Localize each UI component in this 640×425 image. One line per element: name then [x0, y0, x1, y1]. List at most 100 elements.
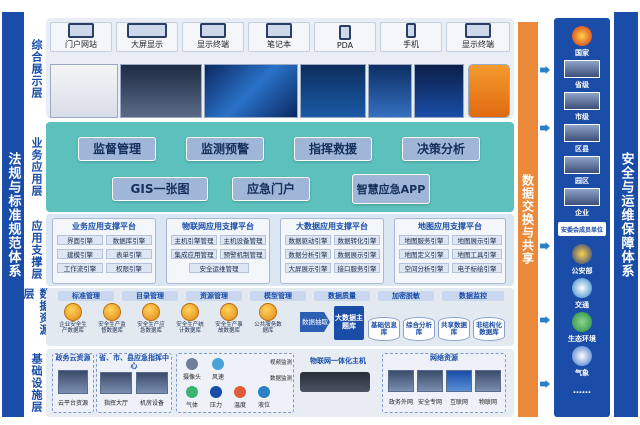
regulation-standards-bar: 法规与标准规范体系 — [2, 12, 24, 417]
platform-title: 物联网应用支撑平台 — [182, 222, 254, 231]
device-laptop: 笔记本 — [248, 22, 310, 52]
platform-business: 业务应用支撑平台 界面引擎 数据库引擎 建模引擎 表单引擎 工作流引擎 权限引擎 — [52, 218, 156, 284]
org-image — [564, 188, 600, 206]
screenshot-terminal — [414, 64, 464, 118]
screenshot-phone — [468, 64, 510, 118]
bigscreen-icon — [127, 23, 167, 38]
command-center-title: 省、市、县应急指挥中心 — [99, 354, 169, 370]
pda-icon — [339, 25, 351, 40]
org-label: 省级 — [575, 81, 589, 89]
platform-chip: 权限引擎 — [106, 263, 152, 273]
sensor-label: 气体 — [185, 402, 198, 409]
command-rescue-button[interactable]: 指挥救援 — [294, 137, 372, 161]
org-label: 公安部 — [571, 267, 593, 275]
platform-iot: 物联网应用支撑平台 主机引擎管理 主机设备管理 集成应用管理 预警机制管理 安全… — [166, 218, 270, 284]
gov-network-image — [388, 370, 414, 392]
database-icon — [64, 303, 82, 321]
store-analysis: 综合分析库 — [403, 317, 435, 341]
database-icon — [220, 303, 238, 321]
platform-chip: 数据驱动引擎 — [285, 235, 331, 245]
security-ops-bar: 安全与运维保障体系 — [614, 12, 638, 417]
sensor-label: 液位 — [257, 402, 270, 409]
org-image — [564, 92, 600, 110]
platform-chip: 数据库引擎 — [106, 235, 152, 245]
platform-chip: 地图工具引擎 — [452, 249, 502, 259]
iot-network-image — [475, 370, 501, 392]
iot-host-image — [300, 372, 370, 392]
layer-label-infra: 基础设施层 — [30, 353, 43, 413]
arrow-icon — [540, 380, 550, 388]
network-title: 网络资源 — [430, 354, 458, 362]
server-room-label: 机房设备 — [139, 400, 164, 407]
res-tab-monitor: 数据监控 — [442, 291, 504, 301]
platform-title: 业务应用支撑平台 — [72, 222, 136, 231]
org-label: 国家 — [575, 49, 589, 57]
device-terminal: 显示终端 — [446, 22, 510, 52]
platform-chip: 工作流引擎 — [57, 263, 103, 273]
gis-map-button[interactable]: GIS一张图 — [112, 177, 208, 201]
internet-image — [446, 370, 472, 392]
store-basic: 基础信息库 — [368, 317, 400, 341]
transport-badge-icon — [572, 278, 592, 298]
org-image — [564, 156, 600, 174]
arrow-icon — [540, 316, 550, 324]
gas-icon — [186, 386, 198, 398]
database-label: 安全生产统计数据库 — [176, 322, 204, 335]
command-hall-image — [100, 372, 132, 394]
supervision-button[interactable]: 监督管理 — [78, 137, 156, 161]
monitoring-warning-button[interactable]: 监测预警 — [186, 137, 264, 161]
database-label: 公共服务数据库 — [254, 322, 282, 335]
store-unstructured: 非结构化数据库 — [473, 317, 505, 341]
decision-analysis-button[interactable]: 决策分析 — [402, 137, 480, 161]
database-label: 安全生产监督数据库 — [98, 322, 126, 335]
arrow-icon — [540, 66, 550, 74]
arrow-icon — [540, 124, 550, 132]
org-image — [564, 124, 600, 142]
server-room-image — [136, 372, 168, 394]
platform-chip: 主机设备管理 — [220, 235, 266, 245]
security-network-image — [417, 370, 443, 392]
store-shared: 共享数据库 — [438, 317, 470, 341]
screenshot-portal — [50, 64, 118, 118]
data-monitor-label: 数据监测 — [270, 376, 293, 382]
arrow-icon — [540, 242, 550, 250]
layer-label-display: 综合展示层 — [30, 39, 43, 99]
gov-cloud-label: 云平台资源 — [57, 400, 88, 407]
org-label: 交通 — [575, 301, 589, 309]
network-label: 互联网 — [449, 399, 468, 406]
monitor-icon — [200, 23, 226, 38]
platform-chip: 界面引擎 — [57, 235, 103, 245]
device-portal: 门户网站 — [50, 22, 112, 52]
phone-icon — [406, 23, 416, 38]
screenshot-laptop — [300, 64, 366, 118]
database-icon — [142, 303, 160, 321]
network-label: 安全专网 — [417, 399, 442, 406]
device-bigscreen: 大屏显示 — [116, 22, 178, 52]
network-label: 政务外网 — [388, 399, 413, 406]
screenshot-pda — [368, 64, 412, 118]
police-badge-icon — [572, 244, 592, 264]
sensor-label: 温度 — [233, 402, 246, 409]
layer-label-data: 数据资源层 — [22, 288, 51, 336]
res-tab-model: 模型管理 — [250, 291, 306, 301]
device-pda: PDA — [314, 22, 376, 52]
monitor-icon — [68, 23, 94, 38]
platform-chip: 数据转化引擎 — [334, 235, 380, 245]
network-label: 物联网 — [478, 399, 497, 406]
screenshot-dashboard — [204, 64, 298, 118]
layer-label-support: 应用支撑层 — [30, 220, 43, 280]
org-label: 生态环境 — [568, 335, 596, 343]
org-label: 区县 — [575, 145, 589, 153]
emergency-portal-button[interactable]: 应急门户 — [232, 177, 310, 201]
platform-chip: 地图展示引擎 — [452, 235, 502, 245]
platform-chip: 数据分析引擎 — [285, 249, 331, 259]
database-icon — [181, 303, 199, 321]
smart-emergency-app-button[interactable]: 智慧应急APP — [352, 174, 430, 204]
database-label: 安全生产应急数据库 — [137, 322, 165, 335]
platform-chip: 预警机制管理 — [220, 249, 266, 259]
safety-committee-label: 安委会成员单位 — [558, 222, 606, 236]
database-label: 安全生产事故数据库 — [215, 322, 243, 335]
res-tab-resource: 资源管理 — [186, 291, 242, 301]
platform-chip: 空间分析引擎 — [399, 263, 449, 273]
laptop-icon — [266, 23, 292, 38]
